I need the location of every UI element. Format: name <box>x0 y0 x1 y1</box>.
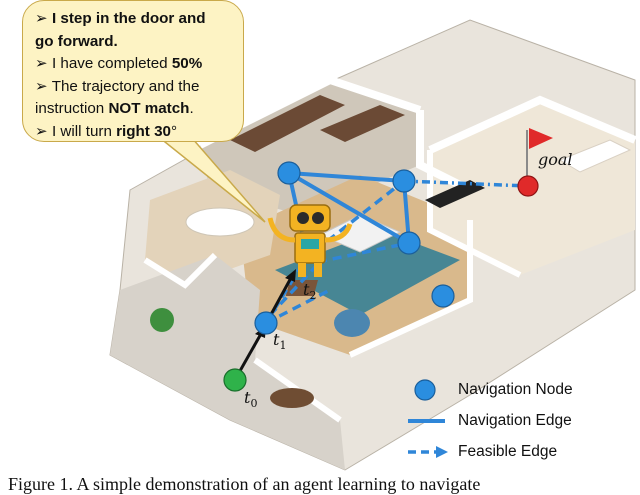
feasible-edge <box>403 179 529 188</box>
goal-node <box>517 175 539 197</box>
label-t0: t0 <box>244 388 258 411</box>
legend-edge-label: Navigation Edge <box>458 412 572 429</box>
legend-node-icon <box>414 379 436 401</box>
legend-feasible-label: Feasible Edge <box>458 443 558 460</box>
bullet: ➢ <box>35 55 48 72</box>
navigation-edge <box>288 171 405 183</box>
robot-agent-icon <box>267 204 353 277</box>
bubble-line-5: instruction NOT match. <box>35 98 233 121</box>
bubble-line-3: ➢ I have completed 50% <box>35 53 233 76</box>
navigation-node <box>397 231 421 255</box>
goal-label: goal <box>538 150 573 169</box>
bubble-line1-bold: I step in the door and <box>51 10 206 27</box>
legend-row-edge: Navigation Edge <box>410 409 635 433</box>
navigation-node <box>392 169 416 193</box>
legend: Navigation Node Navigation Edge Feasible… <box>410 378 635 468</box>
navigation-node-t1 <box>254 311 278 335</box>
bubble-line2-bold: go forward. <box>35 32 118 50</box>
legend-symbols <box>408 379 448 458</box>
feasible-edge <box>265 288 331 325</box>
agent-speech-bubble: ➢ I step in the door and go forward. ➢ I… <box>22 0 244 142</box>
bubble-line5-tail: . <box>189 100 194 117</box>
bubble-line5-bold: NOT match <box>108 100 190 117</box>
goal-flag-icon <box>529 128 553 149</box>
bubble-line6-bold: right 30 <box>116 122 171 140</box>
legend-row-node: Navigation Node <box>410 378 635 402</box>
bubble-line3-bold: 50% <box>171 55 203 72</box>
label-t1: t1 <box>273 330 287 353</box>
bubble-line6-tail: ° <box>170 122 178 140</box>
bullet: ➢ <box>35 10 48 27</box>
bubble-line-4: ➢ The trajectory and the <box>35 76 233 99</box>
legend-row-feasible: Feasible Edge <box>410 440 635 464</box>
navigation-node <box>431 284 455 308</box>
label-t2: t2 <box>303 280 317 303</box>
graph-nodes <box>223 161 539 392</box>
bubble-line4-text: The trajectory and the <box>51 77 200 95</box>
navigation-edge <box>287 171 411 245</box>
feasible-edge <box>317 241 410 264</box>
bubble-line6-text: I will turn <box>51 122 117 140</box>
bubble-line-6: ➢ I will turn right 30° <box>35 121 233 144</box>
bubble-line-1: ➢ I step in the door and <box>35 8 233 31</box>
bubble-line5-text: instruction <box>35 100 109 117</box>
navigation-node <box>277 161 301 185</box>
bullet: ➢ <box>35 122 48 140</box>
feasible-edge <box>268 260 322 317</box>
bullet: ➢ <box>35 77 48 95</box>
figure-caption: Figure 1. A simple demonstration of an a… <box>8 474 481 494</box>
start-node-t0 <box>223 368 247 392</box>
bubble-line3-text: I have completed <box>51 55 172 72</box>
bubble-line-2: go forward. <box>35 31 233 54</box>
legend-node-label: Navigation Node <box>458 381 573 398</box>
